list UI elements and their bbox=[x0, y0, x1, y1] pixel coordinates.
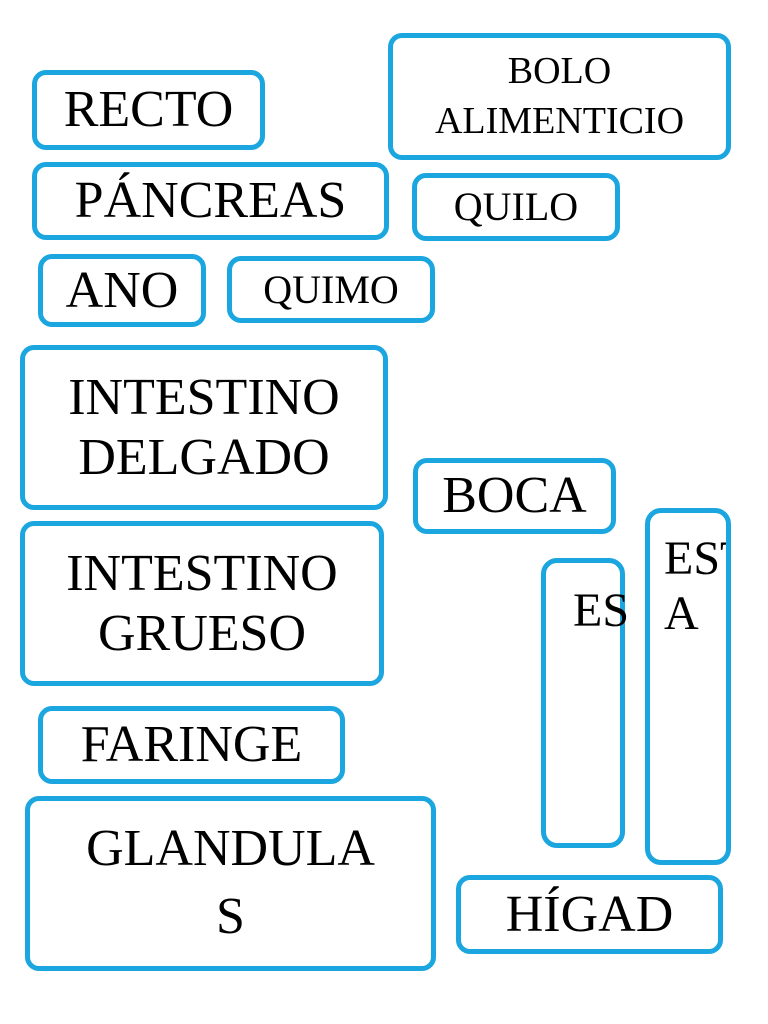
card-intestino-delgado: INTESTINO DELGADO bbox=[20, 345, 388, 510]
card-bolo-alimenticio: BOLO ALIMENTICIO bbox=[388, 33, 731, 160]
card-pancreas: PÁNCREAS bbox=[32, 162, 389, 240]
card-higado: HÍGAD bbox=[456, 875, 723, 954]
card-es: ES bbox=[541, 558, 629, 848]
card-intestino-grueso-label: INTESTINO GRUESO bbox=[66, 544, 338, 662]
card-quilo-label: QUILO bbox=[453, 184, 579, 229]
card-intestino-grueso: INTESTINO GRUESO bbox=[20, 521, 384, 686]
card-pancreas-label: PÁNCREAS bbox=[74, 172, 347, 230]
card-bolo-alimenticio-label: BOLO ALIMENTICIO bbox=[434, 50, 685, 142]
card-recto: RECTO bbox=[32, 70, 265, 150]
card-boca: BOCA bbox=[413, 458, 616, 534]
card-intestino-delgado-label: INTESTINO DELGADO bbox=[68, 368, 340, 486]
card-est: EST A bbox=[645, 508, 731, 865]
card-boca-label: BOCA bbox=[442, 467, 587, 525]
card-est-label: EST A bbox=[664, 532, 726, 641]
card-glandulas: GLANDULA S bbox=[25, 796, 436, 971]
card-ano: ANO bbox=[38, 254, 206, 327]
card-quimo: QUIMO bbox=[227, 256, 435, 323]
card-recto-label: RECTO bbox=[63, 81, 234, 139]
card-higado-label: HÍGAD bbox=[505, 885, 674, 943]
card-quilo: QUILO bbox=[412, 173, 620, 241]
card-glandulas-label: GLANDULA S bbox=[86, 820, 375, 945]
card-es-label: ES bbox=[573, 584, 630, 637]
card-ano-label: ANO bbox=[65, 261, 179, 319]
card-faringe-label: FARINGE bbox=[80, 716, 303, 774]
card-quimo-label: QUIMO bbox=[263, 266, 399, 312]
card-faringe: FARINGE bbox=[38, 706, 345, 784]
